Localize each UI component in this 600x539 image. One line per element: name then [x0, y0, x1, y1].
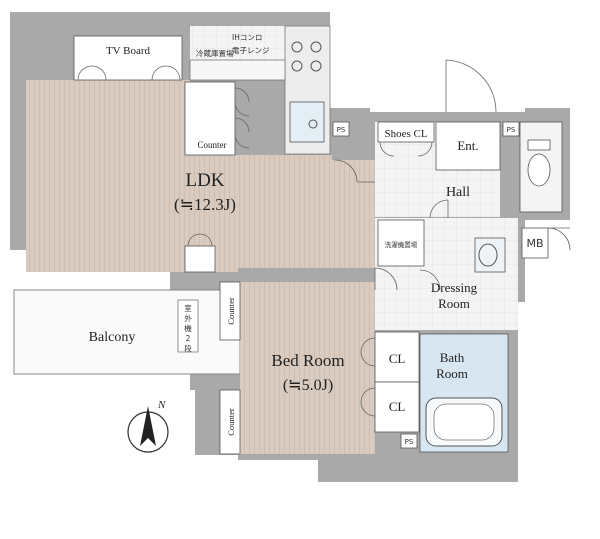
ps-bath-label: PS — [405, 438, 414, 446]
meter-box-door — [547, 227, 571, 251]
bedroom-door — [374, 267, 398, 291]
compass-arrow-icon — [140, 406, 156, 446]
ldk-column-doors — [187, 233, 213, 247]
bedroom-counter-bottom-label: Counter — [226, 408, 236, 436]
entrance-name: Ent. — [457, 138, 478, 153]
bedroom-floor — [240, 282, 375, 454]
ldk-size: (≒12.3J) — [174, 195, 236, 214]
ps-bath — [400, 433, 418, 449]
counter-doors — [234, 87, 250, 149]
dressing-door — [419, 269, 441, 291]
compass-north-label: N — [157, 399, 166, 411]
outdoor-unit-char-1: 外 — [184, 313, 192, 323]
meter-box — [521, 227, 549, 259]
ps-toilet — [502, 121, 520, 137]
tv-board-doors — [77, 65, 107, 81]
washbasin — [474, 237, 506, 273]
fridge-space — [189, 59, 286, 81]
bedroom-name: Bed Room — [271, 351, 344, 370]
ldk-counter — [184, 81, 236, 156]
fridge-label: 冷蔵庫置場 — [196, 48, 234, 58]
balcony-floor — [13, 289, 241, 375]
bathtub-inner — [433, 403, 495, 441]
bedroom-counter-top-label: Counter — [226, 297, 236, 325]
dressing-name-2: Room — [438, 296, 470, 311]
bedroom-counter-top — [219, 281, 241, 341]
shoes-closet — [377, 121, 435, 143]
north-compass: N — [127, 399, 169, 453]
entrance-floor — [435, 121, 501, 171]
washer-space — [377, 219, 425, 267]
outdoor-unit-char-2: 機 — [184, 323, 192, 333]
outdoor-unit-char-0: 室 — [184, 303, 192, 313]
bedroom-counter-bottom — [219, 389, 241, 455]
shoes-closet-doors — [379, 141, 433, 157]
ldk-floor — [26, 80, 375, 272]
ldk-column — [184, 245, 216, 273]
meter-box-label: MB — [526, 237, 543, 250]
ih-stove-label: IHコンロ — [232, 33, 262, 42]
ldk-hall-door — [334, 159, 375, 183]
microwave-label: 電子レンジ — [232, 46, 270, 55]
closet-doors — [360, 337, 376, 417]
ps-toilet-label: PS — [507, 126, 516, 134]
washer-label: 洗濯機置場 — [385, 240, 418, 249]
closet-bottom-label: CL — [389, 399, 406, 414]
closet-top-label: CL — [389, 351, 406, 366]
toilet-tank — [527, 139, 551, 151]
ldk-counter-label: Counter — [198, 140, 227, 150]
hall-door — [429, 199, 449, 219]
outdoor-unit-char-3: 2 — [186, 334, 191, 343]
dressing-name-1: Dressing — [431, 280, 478, 295]
tv-board — [73, 35, 183, 81]
bedroom-size: (≒5.0J) — [283, 377, 333, 394]
closet-top — [374, 331, 420, 383]
stove-icon — [291, 41, 322, 72]
entrance-door — [445, 59, 497, 113]
tv-board-label: TV Board — [106, 45, 151, 57]
outdoor-unit-label: 室 外 機 2 段 — [184, 303, 192, 353]
ps-ldk — [332, 121, 350, 137]
ps-ldk-label: PS — [337, 126, 346, 134]
ldk-name: LDK — [185, 170, 224, 191]
bath-name-2: Room — [436, 366, 468, 381]
tv-board-doors-2 — [151, 65, 181, 81]
hall-name: Hall — [446, 185, 470, 200]
outdoor-unit-space — [177, 299, 199, 353]
sink-icon — [289, 101, 325, 143]
closet-bottom — [374, 381, 420, 433]
bath-name-1: Bath — [440, 350, 465, 365]
shoes-closet-label: Shoes CL — [384, 128, 427, 140]
balcony-name: Balcony — [89, 330, 136, 345]
toilet-icon — [527, 153, 551, 187]
outdoor-unit-char-4: 段 — [184, 343, 192, 353]
